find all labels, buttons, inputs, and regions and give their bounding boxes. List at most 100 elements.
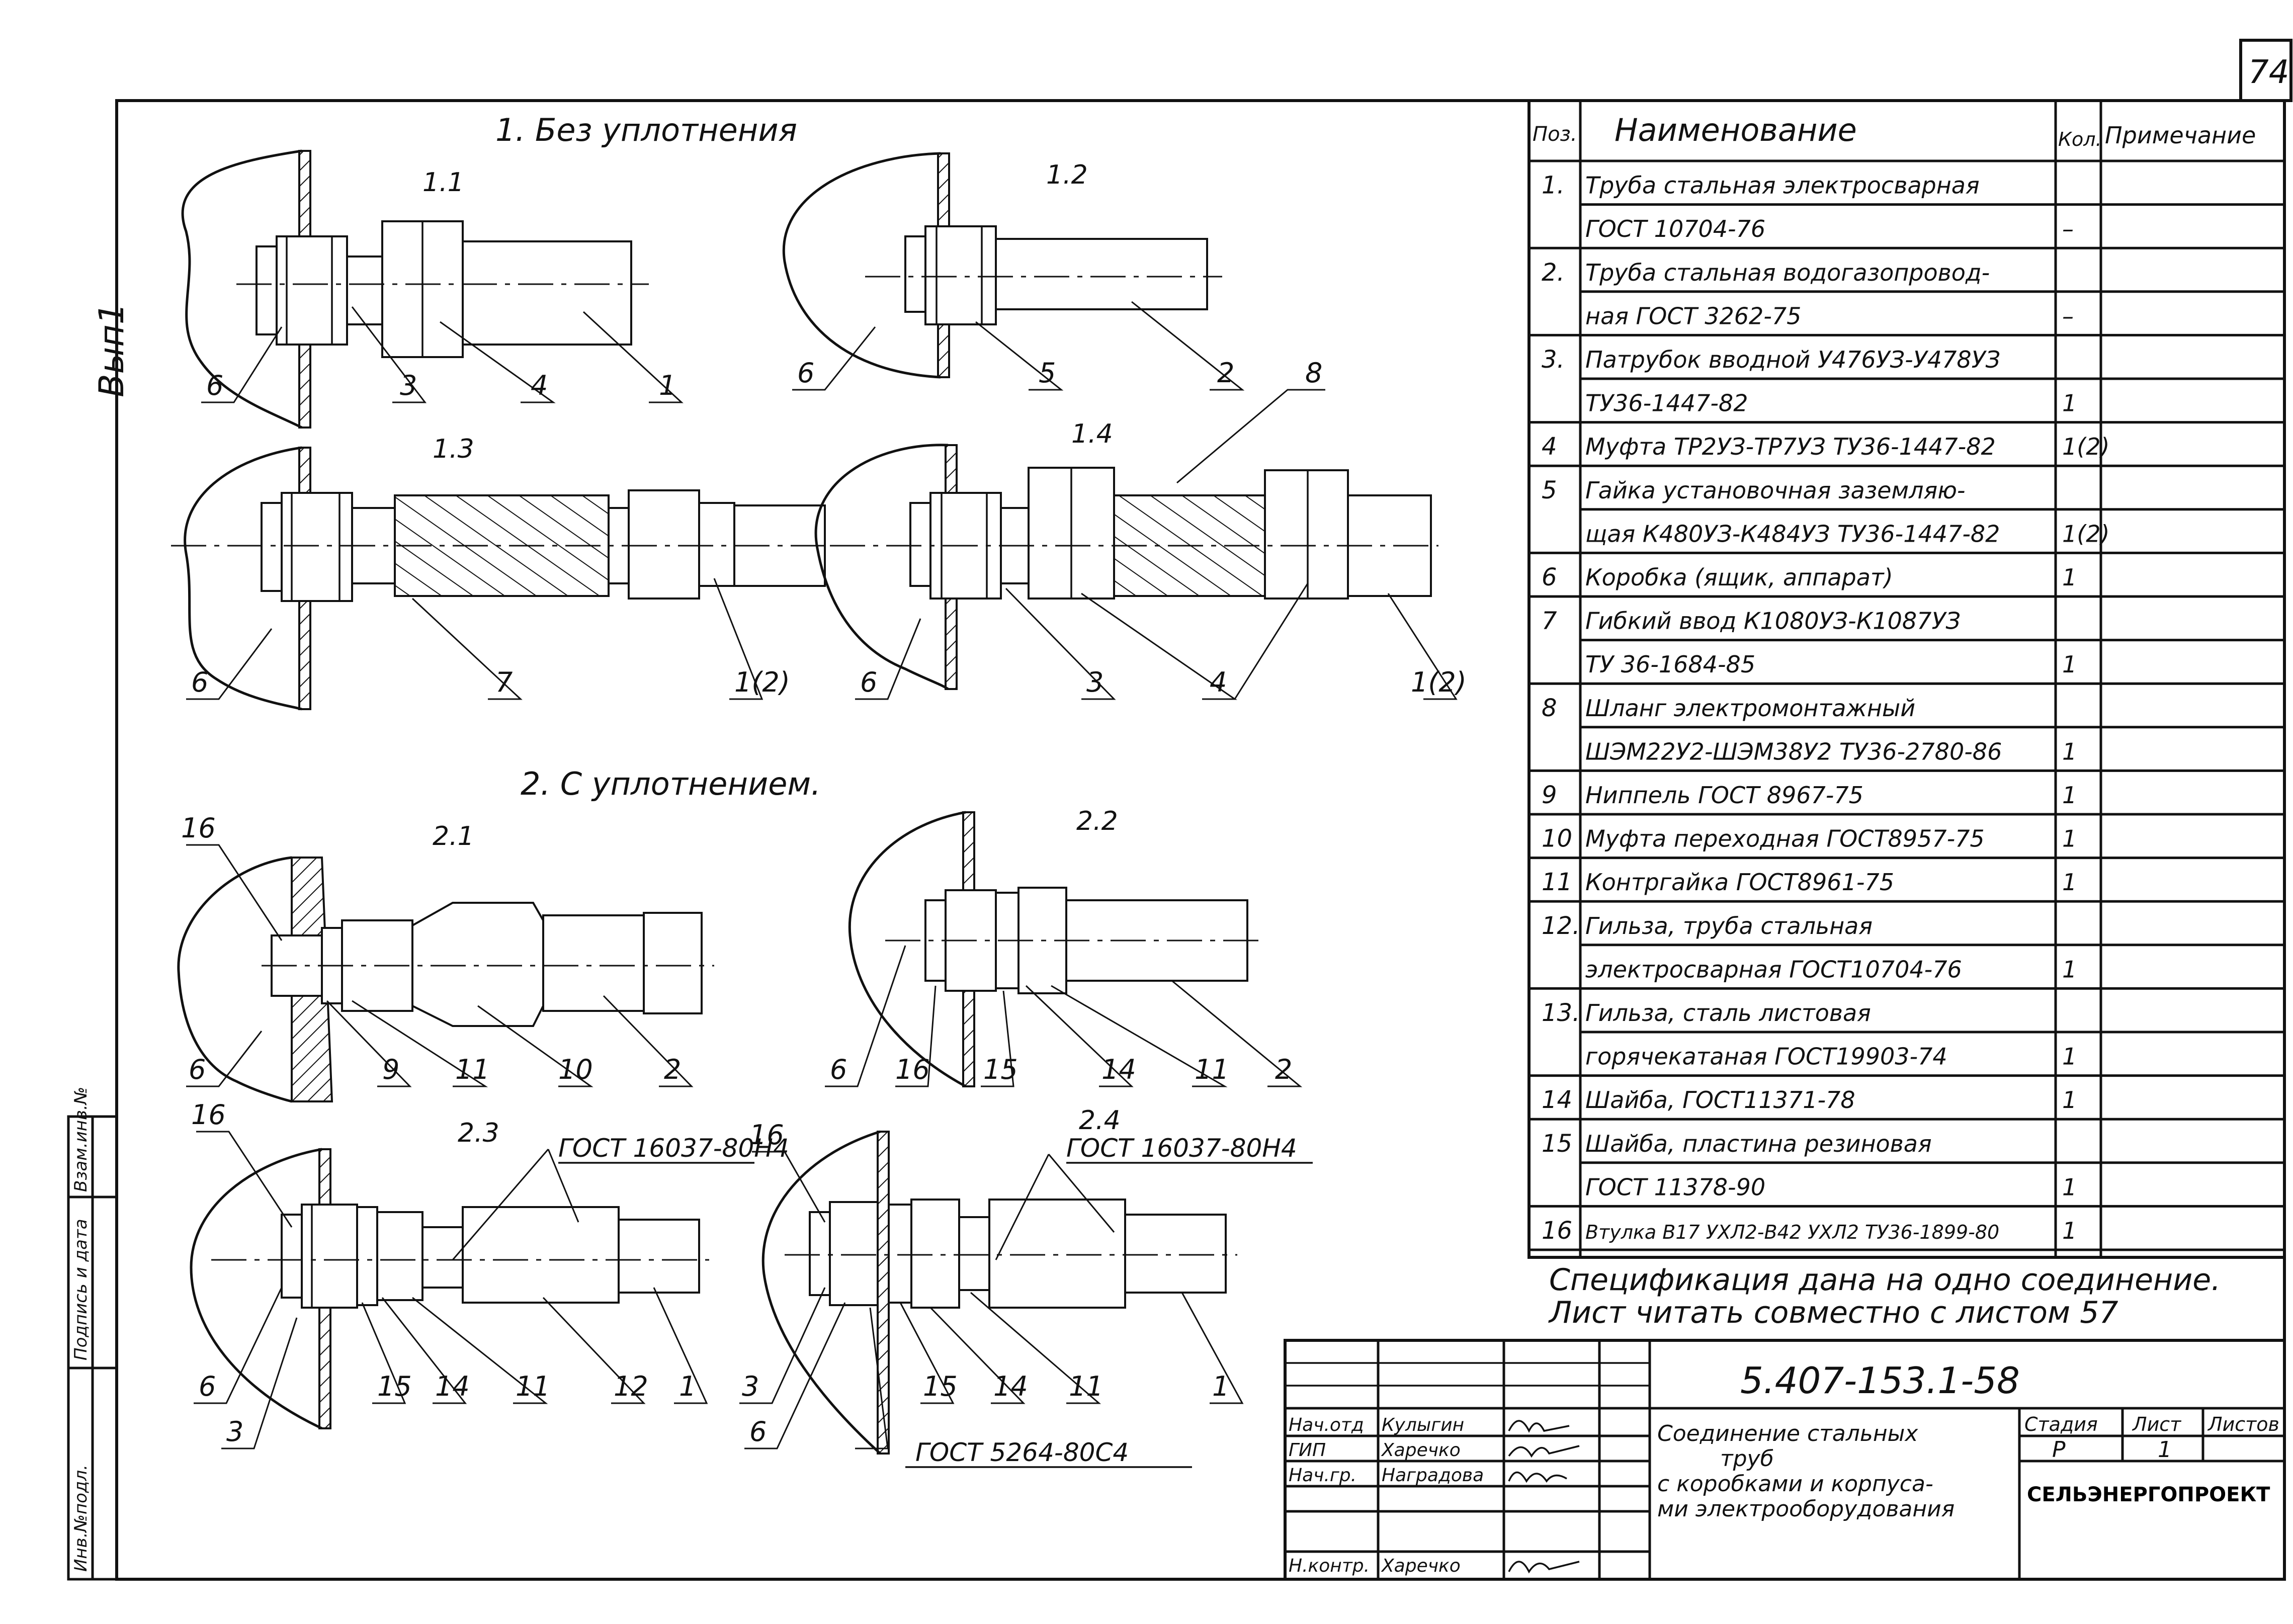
spec-row-name: Гильза, сталь листовая bbox=[1585, 999, 1871, 1027]
spec-row-name: Труба стальная водогазопровод- bbox=[1585, 259, 1990, 286]
spec-row-qty: 1 bbox=[2062, 738, 2077, 765]
spec-row-pos: 1. bbox=[1542, 172, 1565, 200]
spec-row-name: Гильза, труба стальная bbox=[1585, 912, 1873, 939]
stage-label: Стадия bbox=[2024, 1413, 2098, 1435]
sheet-number: 74 bbox=[2248, 54, 2289, 91]
callout-1-4-b: 3 bbox=[1086, 666, 1103, 698]
callout-2-1-a: 16 bbox=[181, 812, 216, 844]
spec-row-name: Шайба, ГОСТ11371-78 bbox=[1585, 1086, 1855, 1114]
staff-role-3: Нач.гр. bbox=[1289, 1465, 1356, 1486]
callout-1-3-a: 6 bbox=[191, 666, 208, 698]
spec-row-qty: – bbox=[2062, 302, 2074, 329]
view-1-2: 1.2 6 5 2 8 bbox=[782, 152, 1325, 484]
view-2-1: 2.1 16 6 9 11 10 2 bbox=[177, 812, 714, 1103]
spec-header-pos: Поз. bbox=[1533, 123, 1577, 146]
specification-table: Поз. Наименование Кол. Примечание 1.Труб… bbox=[1527, 99, 2286, 1259]
spec-row-name: электросварная ГОСТ10704-76 bbox=[1585, 956, 1962, 983]
signature-3 bbox=[1508, 1471, 1567, 1483]
callout-2-3-d: 15 bbox=[377, 1371, 412, 1402]
callout-2-1-f: 2 bbox=[664, 1054, 681, 1085]
spec-row-qty: 1 bbox=[2062, 956, 2077, 983]
callout-2-4-e: 14 bbox=[993, 1371, 1028, 1402]
callout-1-2-b: 5 bbox=[1039, 357, 1056, 389]
callout-2-3-e: 14 bbox=[435, 1371, 470, 1402]
spec-row-qty: 1 bbox=[2062, 1086, 2077, 1114]
spec-row-qty: 1 bbox=[2062, 1043, 2077, 1070]
stage-value: Р bbox=[2052, 1437, 2066, 1463]
spec-header-name: Наименование bbox=[1615, 112, 1857, 148]
spec-row-name: Гайка установочная заземляю- bbox=[1585, 477, 1966, 504]
stamp-signature-date: Подпись и дата bbox=[71, 1219, 91, 1360]
spec-row-name: Втулка В17 УХЛ2-В42 УХЛ2 ТУ36-1899-80 bbox=[1585, 1221, 1999, 1243]
callout-1-3-c: 1(2) bbox=[734, 666, 790, 698]
signature-4 bbox=[1508, 1561, 1580, 1574]
stamp-inv-podl: Инв.№подл. bbox=[71, 1465, 91, 1572]
section-title-without-seal: 1. Без уплотнения bbox=[495, 112, 797, 148]
sheets-label: Листов bbox=[2207, 1413, 2279, 1435]
callout-1-2-c: 2 bbox=[1217, 357, 1234, 389]
callout-2-4-g: 1 bbox=[1212, 1371, 1229, 1402]
spec-header-qty: Кол. bbox=[2058, 128, 2102, 150]
spec-row-qty: 1 bbox=[2062, 651, 2077, 678]
spec-row-qty: 1 bbox=[2062, 869, 2077, 896]
callout-2-4-f: 11 bbox=[1069, 1371, 1103, 1402]
spec-row-pos: 4 bbox=[1542, 433, 1557, 461]
staff-name-5: Харечко bbox=[1381, 1556, 1461, 1576]
view-label-1-2: 1.2 bbox=[1046, 160, 1088, 190]
spec-row-pos: 12. bbox=[1542, 912, 1580, 940]
callout-1-1-c: 4 bbox=[531, 370, 548, 401]
spec-row-pos: 10 bbox=[1542, 825, 1572, 853]
staff-role-5: Н.контр. bbox=[1289, 1556, 1370, 1576]
spec-row-pos: 8 bbox=[1542, 694, 1557, 722]
spec-row-qty: 1 bbox=[2062, 564, 2077, 591]
spec-row-qty: 1 bbox=[2062, 1217, 2077, 1244]
spec-row-name: Патрубок вводной У476УЗ-У478УЗ bbox=[1585, 346, 2000, 373]
spec-row-name: ГОСТ 10704-76 bbox=[1585, 215, 1765, 242]
spec-row-name: Шайба, пластина резиновая bbox=[1585, 1130, 1932, 1157]
callout-2-2-f: 2 bbox=[1275, 1054, 1292, 1085]
view-label-2-2: 2.2 bbox=[1076, 806, 1118, 836]
title-line-3: с коробками и корпуса- bbox=[1657, 1471, 1933, 1497]
signature-1 bbox=[1508, 1420, 1570, 1433]
staff-name-1: Кулыгин bbox=[1382, 1415, 1464, 1435]
organization: СЕЛЬЭНЕРГОПРОЕКТ bbox=[2027, 1483, 2270, 1506]
spec-row-pos: 16 bbox=[1542, 1217, 1572, 1245]
spec-row-pos: 7 bbox=[1542, 607, 1557, 635]
title-line-4: ми электрооборудования bbox=[1657, 1496, 1955, 1522]
spec-row-name: Коробка (ящик, аппарат) bbox=[1585, 564, 1893, 591]
view-1-1: 1.1 6 3 4 1 bbox=[181, 149, 684, 429]
view-label-1-1: 1.1 bbox=[422, 167, 464, 198]
callout-2-2-b: 16 bbox=[895, 1054, 930, 1085]
spec-row-qty: 1 bbox=[2062, 782, 2077, 809]
drawing-code: 5.407-153.1-58 bbox=[1740, 1359, 2020, 1402]
spec-row-name: ТУ36-1447-82 bbox=[1585, 390, 1748, 417]
spec-row-pos: 13. bbox=[1542, 999, 1580, 1027]
margin-stamp: Инв.№подл. Подпись и дата Взам.инв.№ bbox=[67, 1087, 118, 1581]
callout-1-2-d: 8 bbox=[1305, 357, 1322, 389]
callout-2-2-a: 6 bbox=[830, 1054, 847, 1085]
spec-row-pos: 3. bbox=[1542, 346, 1565, 374]
spec-row-name: ГОСТ 11378-90 bbox=[1585, 1173, 1765, 1201]
view-2-2: 2.2 6 16 15 14 11 2 bbox=[825, 806, 1303, 1088]
spec-note-line-2: Лист читать совместно с листом 57 bbox=[1548, 1295, 2118, 1330]
spec-row-qty: 1 bbox=[2062, 1173, 2077, 1201]
callout-1-4-c: 4 bbox=[1210, 666, 1227, 698]
spec-row-name: Муфта ТР2УЗ-ТР7УЗ ТУ36-1447-82 bbox=[1585, 433, 1996, 460]
stamp-vzam-inv: Взам.инв.№ bbox=[71, 1087, 91, 1192]
callout-1-1-a: 6 bbox=[206, 370, 223, 401]
spec-row-name: ТУ 36-1684-85 bbox=[1585, 651, 1755, 678]
view-label-2-4: 2.4 bbox=[1079, 1105, 1121, 1136]
callout-2-1-c: 9 bbox=[382, 1054, 399, 1085]
view-1-3: 1.3 6 7 1(2) bbox=[171, 434, 830, 711]
view-2-3: 2.3 ГОСТ 16037-80Н4 16 6 3 15 14 11 12 1 bbox=[190, 1099, 789, 1449]
spec-row-name: ная ГОСТ 3262-75 bbox=[1585, 302, 1801, 329]
signature-2 bbox=[1508, 1445, 1580, 1458]
staff-role-1: Нач.отд bbox=[1289, 1415, 1364, 1435]
callout-2-2-d: 14 bbox=[1101, 1054, 1136, 1085]
gost-ref-b: ГОСТ 16037-80Н4 bbox=[1066, 1134, 1297, 1163]
spec-row-name: горячекатаная ГОСТ19903-74 bbox=[1585, 1043, 1947, 1070]
spec-row-pos: 9 bbox=[1542, 781, 1557, 809]
spec-row-pos: 11 bbox=[1542, 868, 1572, 896]
spec-row-name: щая К480УЗ-К484УЗ ТУ36-1447-82 bbox=[1585, 520, 2000, 547]
